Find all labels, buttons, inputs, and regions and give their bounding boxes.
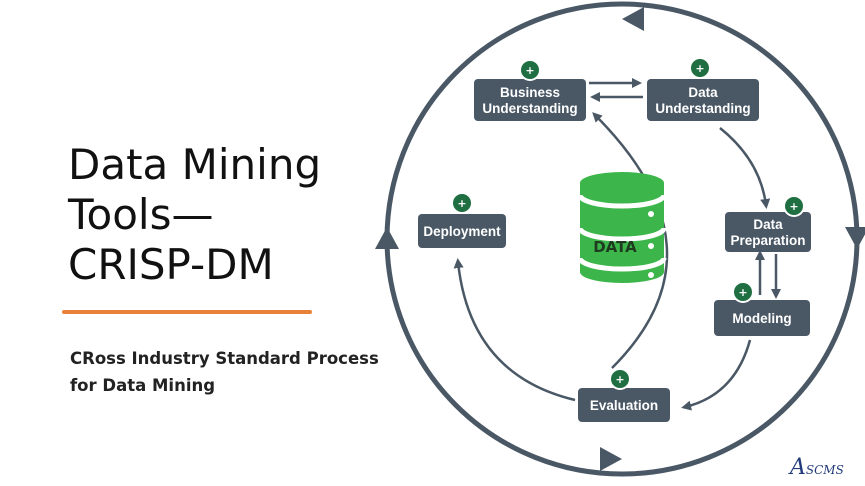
- plus-icon[interactable]: +: [519, 59, 541, 81]
- slide-title: Data Mining Tools— CRISP-DM: [68, 140, 321, 290]
- phase-data-understanding: Data Understanding: [647, 79, 759, 121]
- plus-icon[interactable]: +: [732, 281, 754, 303]
- phase-evaluation: Evaluation: [578, 388, 670, 422]
- subtitle-line: for Data Mining: [70, 376, 216, 395]
- phase-label: Evaluation: [590, 398, 658, 413]
- plus-icon[interactable]: +: [451, 192, 473, 214]
- badge-symbol: +: [525, 64, 534, 77]
- phase-label: Data: [688, 85, 718, 100]
- logo-rest: SCMS: [805, 463, 844, 477]
- phase-label: Understanding: [482, 101, 577, 116]
- ascms-logo: ASCMS: [790, 455, 844, 480]
- phase-data-preparation: Data Preparation: [725, 212, 811, 252]
- phase-label: Modeling: [732, 311, 791, 326]
- outer-cycle-arrowheads: [375, 7, 865, 471]
- phase-modeling: Modeling: [714, 300, 810, 336]
- plus-icon[interactable]: +: [689, 57, 711, 79]
- title-line: CRISP-DM: [68, 240, 274, 289]
- phase-label: Business: [500, 85, 560, 100]
- plus-icon[interactable]: +: [783, 195, 805, 217]
- logo-initial: A: [790, 455, 806, 480]
- phase-label: Deployment: [423, 224, 501, 239]
- plus-icon[interactable]: +: [609, 368, 631, 390]
- slide-subtitle: CRoss Industry Standard Process for Data…: [70, 345, 379, 399]
- badge-symbol: +: [789, 200, 798, 213]
- phase-label: Understanding: [655, 101, 750, 116]
- phase-label: Data: [753, 217, 783, 232]
- database-icon: DATA: [577, 172, 667, 283]
- subtitle-line: CRoss Industry Standard Process: [70, 349, 379, 368]
- badge-symbol: +: [615, 373, 624, 386]
- badge-symbol: +: [695, 62, 704, 75]
- database-label: DATA: [593, 238, 637, 256]
- phase-deployment: Deployment: [418, 214, 506, 248]
- badge-symbol: +: [457, 197, 466, 210]
- title-line: Data Mining: [68, 140, 322, 189]
- phase-business-understanding: Business Understanding: [474, 79, 586, 121]
- badge-symbol: +: [738, 286, 747, 299]
- accent-divider: [62, 310, 312, 314]
- title-line: Tools—: [68, 190, 214, 239]
- phase-transition-arrows: [453, 78, 781, 411]
- phase-label: Preparation: [730, 233, 805, 248]
